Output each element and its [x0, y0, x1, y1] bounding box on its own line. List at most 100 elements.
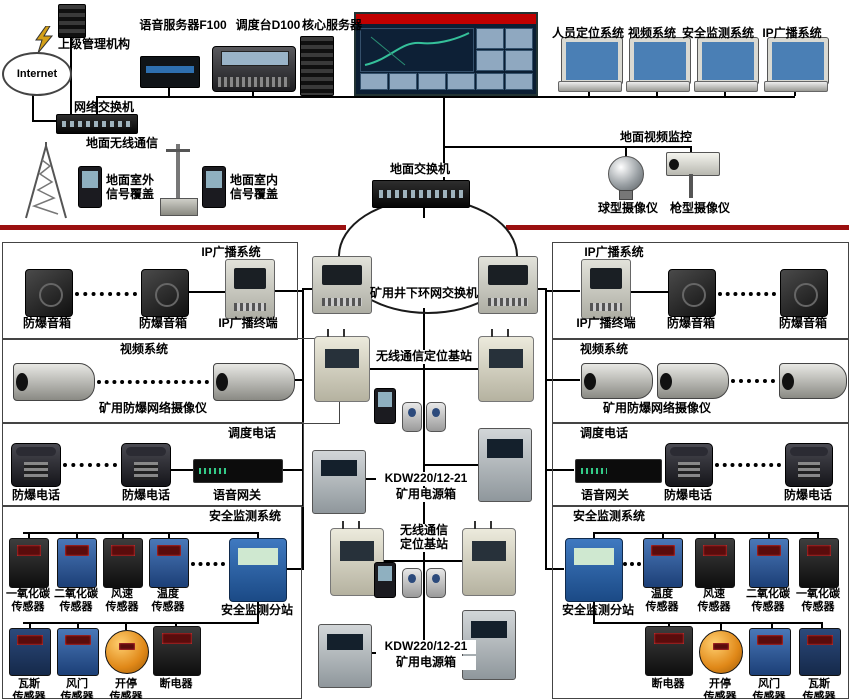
temp-sensor-device: [643, 538, 683, 588]
video-wall-banner: [356, 14, 536, 24]
video-wall: [354, 12, 538, 96]
connector-line: [169, 469, 193, 471]
ex-phone-label: 防爆电话: [783, 488, 832, 502]
mine-camera-device: [213, 363, 295, 401]
mine-camera-device: [581, 363, 653, 399]
connector-line: [720, 622, 722, 630]
video-wall-cell: [476, 73, 504, 90]
antenna-tower-icon: [25, 142, 67, 219]
dispatch-console-device: [212, 46, 296, 92]
video-wall-cell: [360, 73, 388, 90]
voice-gateway-device: [575, 459, 662, 483]
base-station-device: [462, 521, 516, 596]
section-label: 视频系统: [119, 342, 168, 356]
gun-camera-pole: [689, 174, 693, 198]
connector-line: [96, 96, 98, 114]
connector-line: [257, 532, 259, 540]
explosion-proof-speaker: [141, 269, 189, 317]
co-sensor-label: 一氧化碳 传感器: [6, 588, 50, 613]
connector-line: [32, 92, 34, 122]
gun-camera-device: [666, 152, 720, 176]
explosion-proof-speaker: [25, 269, 73, 317]
ground-wireless-label: 地面无线通信: [85, 136, 158, 150]
base-station-label: 无线通信定位基站: [372, 349, 476, 364]
connector-line: [817, 532, 819, 540]
internet-label: Internet: [16, 68, 58, 80]
power-box-device: [478, 428, 532, 502]
core-server-device: [300, 36, 334, 96]
wind-sensor-device: [103, 538, 143, 588]
connector-line: [28, 532, 30, 540]
voice-gateway-label: 语音网关: [212, 488, 261, 502]
network-switch-device: [56, 114, 138, 134]
safety-system-label: 安全监测系统: [681, 26, 754, 40]
mine-ring-switch-right: [478, 256, 538, 314]
signal-mast: [158, 144, 198, 216]
dispatch-console-label: 调度台D100: [235, 18, 301, 32]
dotted-connector: [97, 380, 209, 384]
door-sensor-device: [57, 628, 99, 676]
connector-line: [29, 622, 31, 630]
co2-sensor-label: 二氧化碳 传感器: [746, 588, 790, 613]
broadcast-terminal-label: IP广播终端: [576, 316, 636, 330]
safety-system-monitor: [694, 37, 759, 92]
locator-tag: [402, 402, 422, 432]
connector-line: [662, 532, 664, 540]
connector-line: [32, 120, 56, 122]
ring-switch-label: 矿用井下环网交换机: [370, 286, 479, 300]
connector-line: [424, 464, 478, 466]
gas-sensor-label: 瓦斯 传感器: [802, 678, 836, 699]
door-sensor-label: 风门 传感器: [752, 678, 786, 699]
power-box-device: [318, 624, 372, 688]
connector-line: [588, 92, 590, 96]
base-station-device: [314, 329, 370, 402]
monitor-screen: [561, 37, 623, 85]
section-label: 调度电话: [227, 426, 276, 440]
internet-cloud: Internet: [2, 52, 72, 96]
connector-line: [593, 532, 819, 534]
power-box-model-label: KDW220/12-21: [376, 471, 476, 486]
outdoor-mobile-phone: [78, 166, 102, 208]
connector-line: [768, 532, 770, 540]
speaker-label: 防爆音箱: [666, 316, 715, 330]
safety-group-right: 安全监测系统 安全监测分站 温度 传感器 风速 传感器 二氧化碳 传感器 一氧化…: [552, 505, 849, 699]
connector-line: [724, 92, 726, 96]
connector-line: [424, 368, 478, 370]
breaker-label: 断电器: [159, 678, 193, 690]
separator-line: [506, 225, 849, 230]
dotted-connector: [191, 562, 225, 566]
mast-base: [160, 198, 198, 216]
personnel-system-monitor: [558, 37, 623, 92]
mine-camera-device: [13, 363, 95, 401]
keyboard: [558, 81, 622, 92]
ip-broadcast-group-right: IP广播系统 IP广播终端 防爆音箱 防爆音箱: [552, 242, 849, 340]
safety-substation-device: [229, 538, 287, 602]
mine-camera-label: 矿用防爆网络摄像仪: [98, 401, 207, 415]
broadcast-system-monitor: [764, 37, 829, 92]
connector-line: [284, 568, 304, 570]
video-wall-cell: [476, 28, 504, 49]
video-wall-cell: [476, 50, 504, 71]
explosion-proof-speaker: [780, 269, 828, 317]
speaker-label: 防爆音箱: [778, 316, 827, 330]
monitor-screen: [697, 37, 759, 85]
wind-sensor-label: 风速 传感器: [105, 588, 139, 613]
connector-line: [23, 532, 259, 534]
ip-broadcast-terminal: [225, 259, 275, 319]
ground-switch-label: 地面交换机: [372, 162, 468, 177]
breaker-device: [645, 626, 693, 676]
phone-group-left: 调度电话 防爆电话 防爆电话 语音网关: [2, 422, 304, 507]
base-station-2-label: 无线通信 定位基站: [396, 523, 452, 552]
voice-gateway-label: 语音网关: [580, 488, 629, 502]
connector-line: [122, 532, 124, 540]
network-switch-label: 网络交换机: [73, 100, 134, 114]
separator-line: [0, 225, 346, 230]
co2-sensor-label: 二氧化碳 传感器: [54, 588, 98, 613]
temp-sensor-label: 温度 传感器: [151, 588, 185, 613]
connector-line: [168, 532, 170, 540]
ip-broadcast-group-left: IP广播系统 防爆音箱 防爆音箱 IP广播终端: [2, 242, 298, 340]
explosion-proof-phone: [121, 443, 171, 487]
connector-line: [593, 532, 595, 540]
connector-line: [794, 92, 796, 96]
